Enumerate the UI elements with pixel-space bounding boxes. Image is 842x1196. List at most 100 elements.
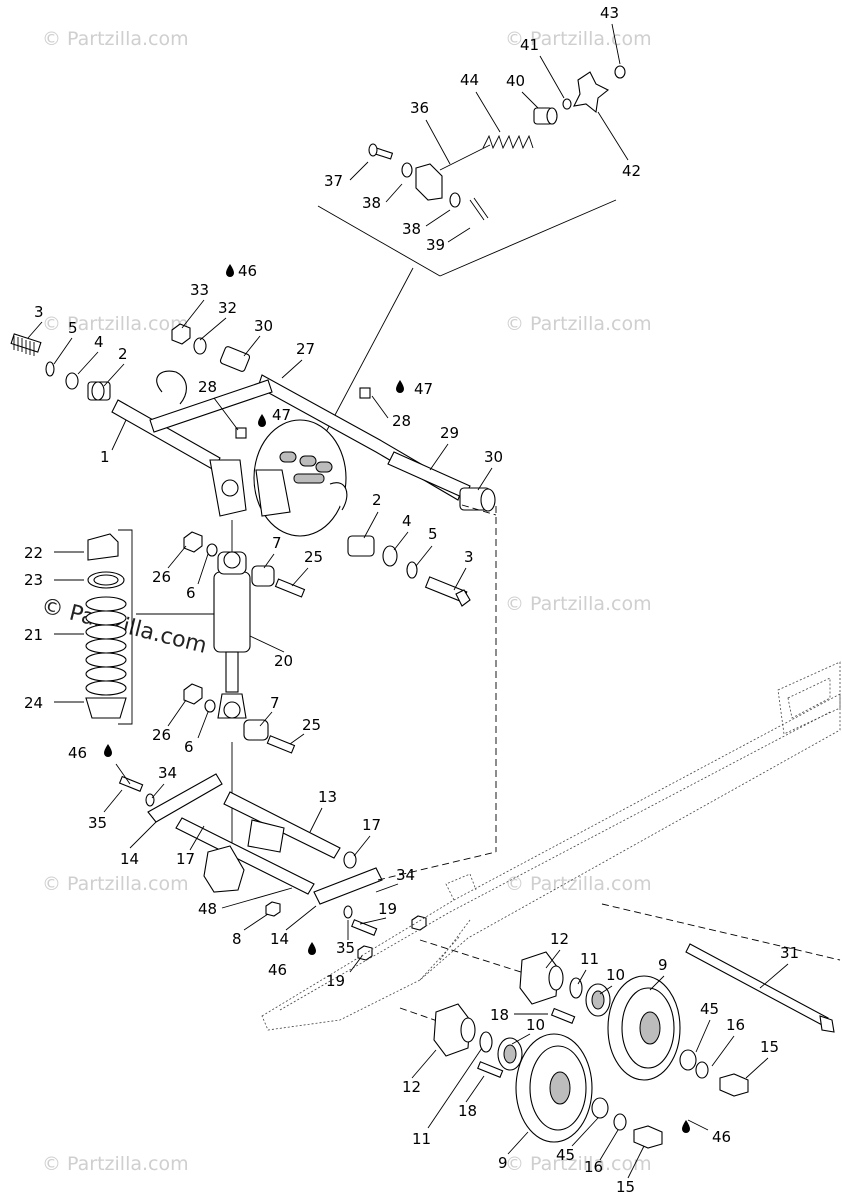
callout-label: 18 (490, 1006, 509, 1024)
callout-label: 7 (270, 694, 280, 712)
callout-label: 25 (302, 716, 321, 734)
callout-label: 27 (296, 340, 315, 358)
callout-label: 2 (372, 491, 382, 509)
callout-label: 38 (402, 220, 421, 238)
watermark: © Partzilla.com (42, 1153, 189, 1175)
callout-label: 47 (272, 406, 291, 424)
callout-label: 30 (254, 317, 273, 335)
callout-label: 28 (392, 412, 411, 430)
callout-label: 6 (184, 738, 194, 756)
callout-label: 39 (426, 236, 445, 254)
callout-label: 19 (326, 972, 345, 990)
watermark: © Partzilla.com (505, 28, 652, 50)
watermark: © Partzilla.com (42, 313, 189, 335)
callout-label: 26 (152, 568, 171, 586)
callout-label: 46 (68, 744, 87, 762)
callout-label: 16 (584, 1158, 603, 1176)
watermark: © Partzilla.com (505, 1153, 652, 1175)
callout-label: 34 (396, 866, 415, 884)
drop-icon (104, 744, 112, 757)
callout-label: 35 (88, 814, 107, 832)
callout-label: 9 (498, 1154, 508, 1172)
watermark: © Partzilla.com (42, 873, 189, 895)
callout-label: 46 (712, 1128, 731, 1146)
callout-label: 45 (700, 1000, 719, 1018)
callout-label: 25 (304, 548, 323, 566)
watermark: © Partzilla.com (42, 28, 189, 50)
shock-assembly (54, 520, 306, 754)
callout-label: 11 (580, 950, 599, 968)
drop-icon (258, 414, 266, 427)
callout-label: 24 (24, 694, 43, 712)
callout-label: 5 (428, 525, 438, 543)
callout-label: 18 (458, 1102, 477, 1120)
callout-label: 33 (190, 281, 209, 299)
callout-label: 40 (506, 72, 525, 90)
drop-icon (308, 942, 316, 955)
callout-label: 10 (606, 966, 625, 984)
watermark: © Partzilla.com (505, 873, 652, 895)
callout-label: 41 (520, 36, 539, 54)
drop-icon (396, 380, 404, 393)
callout-label: 45 (556, 1146, 575, 1164)
lower-arm-assembly (118, 504, 497, 961)
callout-label: 17 (362, 816, 381, 834)
callout-label: 43 (600, 4, 619, 22)
callout-label: 44 (460, 71, 479, 89)
callout-label: 38 (362, 194, 381, 212)
callout-label: 28 (198, 378, 217, 396)
callout-label: 13 (318, 788, 337, 806)
watermarks: © Partzilla.com © Partzilla.com © Partzi… (39, 28, 652, 1175)
callout-label: 4 (402, 512, 412, 530)
callout-label: 46 (268, 961, 287, 979)
callout-label: 9 (658, 956, 668, 974)
callout-label: 17 (176, 850, 195, 868)
idler-wheel-assembly (433, 943, 835, 1149)
callout-label: 16 (726, 1016, 745, 1034)
callout-label: 20 (274, 652, 293, 670)
upper-arm-assembly (10, 267, 496, 607)
leader-lines (27, 23, 789, 1179)
callout-label: 15 (760, 1038, 779, 1056)
callout-label: 4 (94, 333, 104, 351)
adjuster-assembly (317, 65, 626, 277)
grease-drop-icons (104, 264, 690, 1133)
callout-label: 32 (218, 299, 237, 317)
callout-label: 30 (484, 448, 503, 466)
callout-label: 7 (272, 534, 282, 552)
callout-label: 12 (550, 930, 569, 948)
callout-label: 47 (414, 380, 433, 398)
callout-label: 19 (378, 900, 397, 918)
drop-icon (226, 264, 234, 277)
callout-label: 14 (270, 930, 289, 948)
callout-label: 37 (324, 172, 343, 190)
callout-label: 26 (152, 726, 171, 744)
callout-label: 46 (238, 262, 257, 280)
callout-label: 2 (118, 345, 128, 363)
callout-labels: 43 41 44 40 36 37 42 38 38 39 46 33 32 3… (24, 4, 799, 1196)
callout-label: 36 (410, 99, 429, 117)
callout-label: 3 (34, 303, 44, 321)
callout-label: 14 (120, 850, 139, 868)
callout-label: 11 (412, 1130, 431, 1148)
callout-label: 1 (100, 448, 110, 466)
callout-label: 23 (24, 571, 43, 589)
callout-label: 8 (232, 930, 242, 948)
callout-label: 21 (24, 626, 43, 644)
callout-label: 48 (198, 900, 217, 918)
callout-label: 15 (616, 1178, 635, 1196)
drop-icon (682, 1120, 690, 1133)
callout-label: 34 (158, 764, 177, 782)
callout-label: 3 (464, 548, 474, 566)
watermark: © Partzilla.com (505, 313, 652, 335)
callout-label: 29 (440, 424, 459, 442)
callout-label: 35 (336, 939, 355, 957)
callout-label: 42 (622, 162, 641, 180)
callout-label: 10 (526, 1016, 545, 1034)
callout-label: 12 (402, 1078, 421, 1096)
callout-label: 22 (24, 544, 43, 562)
callout-label: 5 (68, 319, 78, 337)
watermark: © Partzilla.com (505, 593, 652, 615)
callout-label: 31 (780, 944, 799, 962)
